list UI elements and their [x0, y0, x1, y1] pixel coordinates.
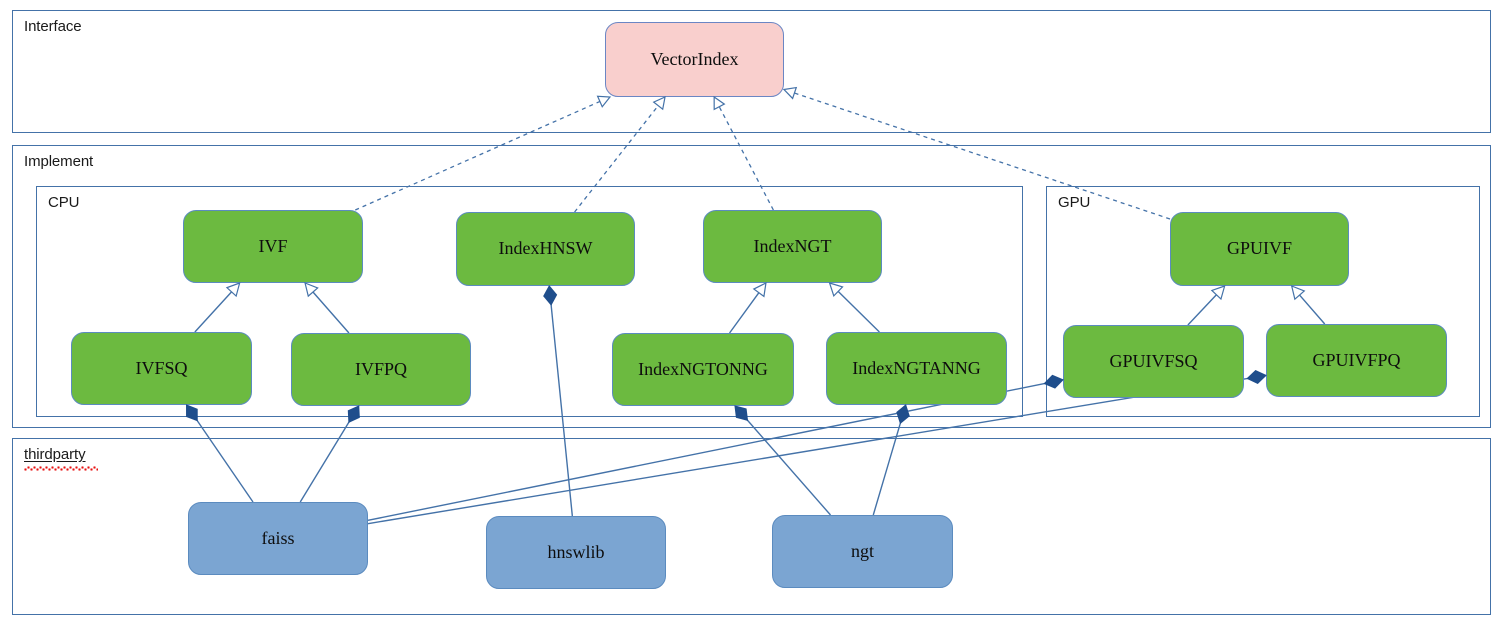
package-label-interface: Interface: [24, 18, 82, 35]
class-node-label: IVF: [258, 235, 288, 256]
composition-diamond: [896, 404, 910, 425]
edge-generalization-gpuivfsq-to-gpuivf: [1187, 294, 1217, 326]
realization-arrowhead: [713, 95, 726, 111]
composition-diamond: [1043, 374, 1064, 389]
generalization-arrowhead: [304, 282, 319, 298]
class-node-label: VectorIndex: [650, 48, 739, 69]
generalization-arrowhead: [225, 282, 241, 298]
class-node-label: ngt: [850, 540, 874, 561]
edge-realization-indexngt-to-vectorindex: [718, 106, 774, 211]
class-node-indexngtonng[interactable]: IndexNGTONNG: [612, 333, 794, 406]
edge-generalization-ivfpq-to-ivf: [312, 291, 350, 334]
composition-diamond: [347, 405, 360, 423]
class-node-label: IndexNGT: [753, 235, 832, 256]
generalization-arrowhead: [828, 282, 844, 297]
class-node-indexngt[interactable]: IndexNGT: [703, 210, 882, 283]
class-node-indexhnsw[interactable]: IndexHNSW: [456, 212, 635, 286]
package-label-implement: Implement: [24, 153, 94, 170]
composition-diamond: [186, 404, 198, 422]
edge-composition-ngt-to-indexngtonng: [734, 405, 832, 516]
package-interface: [12, 10, 1491, 133]
edge-generalization-indexngtanng-to-indexngt: [837, 290, 880, 333]
class-node-gpuivfpq[interactable]: GPUIVFPQ: [1266, 324, 1447, 397]
class-node-ngt[interactable]: ngt: [772, 515, 953, 588]
class-node-ivf[interactable]: IVF: [183, 210, 363, 283]
class-node-ivfsq[interactable]: IVFSQ: [71, 332, 252, 405]
class-node-ivfpq[interactable]: IVFPQ: [291, 333, 471, 406]
package-implement: [12, 145, 1491, 428]
edge-realization-gpuivf-to-vectorindex: [794, 92, 1171, 220]
class-node-label: IndexHNSW: [498, 238, 593, 259]
edge-generalization-ivfsq-to-ivf: [194, 291, 233, 333]
class-node-label: IVFPQ: [354, 358, 407, 379]
edge-realization-indexhnsw-to-vectorindex: [574, 105, 659, 213]
package-thirdparty: [12, 438, 1491, 615]
package-label-thirdparty: thirdparty: [24, 446, 86, 463]
edge-composition-hnswlib-to-indexhnsw: [548, 285, 574, 517]
generalization-arrowhead: [752, 281, 767, 298]
class-node-label: IndexNGTONNG: [638, 358, 768, 379]
class-node-faiss[interactable]: faiss: [188, 502, 368, 575]
composition-diamond: [1246, 370, 1267, 384]
generalization-arrowhead: [1210, 285, 1226, 301]
class-node-gpuivf[interactable]: GPUIVF: [1170, 212, 1349, 286]
class-node-label: GPUIVFPQ: [1312, 349, 1401, 370]
class-node-label: hnswlib: [547, 541, 605, 562]
generalization-arrowhead: [1290, 285, 1306, 301]
class-node-label: IndexNGTANNG: [852, 357, 981, 378]
class-node-hnswlib[interactable]: hnswlib: [486, 516, 666, 589]
composition-diamond: [734, 405, 749, 421]
realization-arrowhead: [782, 86, 798, 100]
package-label-cpu: CPU: [48, 194, 80, 211]
realization-arrowhead: [652, 95, 666, 111]
class-node-gpuivfsq[interactable]: GPUIVFSQ: [1063, 325, 1244, 398]
composition-diamond: [543, 285, 558, 306]
class-node-label: GPUIVF: [1226, 238, 1292, 259]
class-node-label: GPUIVFSQ: [1109, 350, 1198, 371]
edge-generalization-indexngtonng-to-indexngt: [728, 292, 760, 334]
edge-generalization-gpuivfpq-to-gpuivf: [1299, 294, 1326, 325]
class-node-label: faiss: [261, 527, 295, 548]
package-cpu: [36, 186, 1023, 417]
realization-arrowhead: [596, 95, 612, 108]
spellcheck-underline: [24, 466, 98, 471]
class-node-vectorindex[interactable]: VectorIndex: [605, 22, 784, 97]
package-label-gpu: GPU: [1058, 194, 1091, 211]
class-node-indexngtanng[interactable]: IndexNGTANNG: [826, 332, 1007, 405]
package-gpu: [1046, 186, 1480, 417]
edge-composition-faiss-to-gpuivfpq: [367, 374, 1267, 525]
class-node-label: IVFSQ: [135, 357, 188, 378]
